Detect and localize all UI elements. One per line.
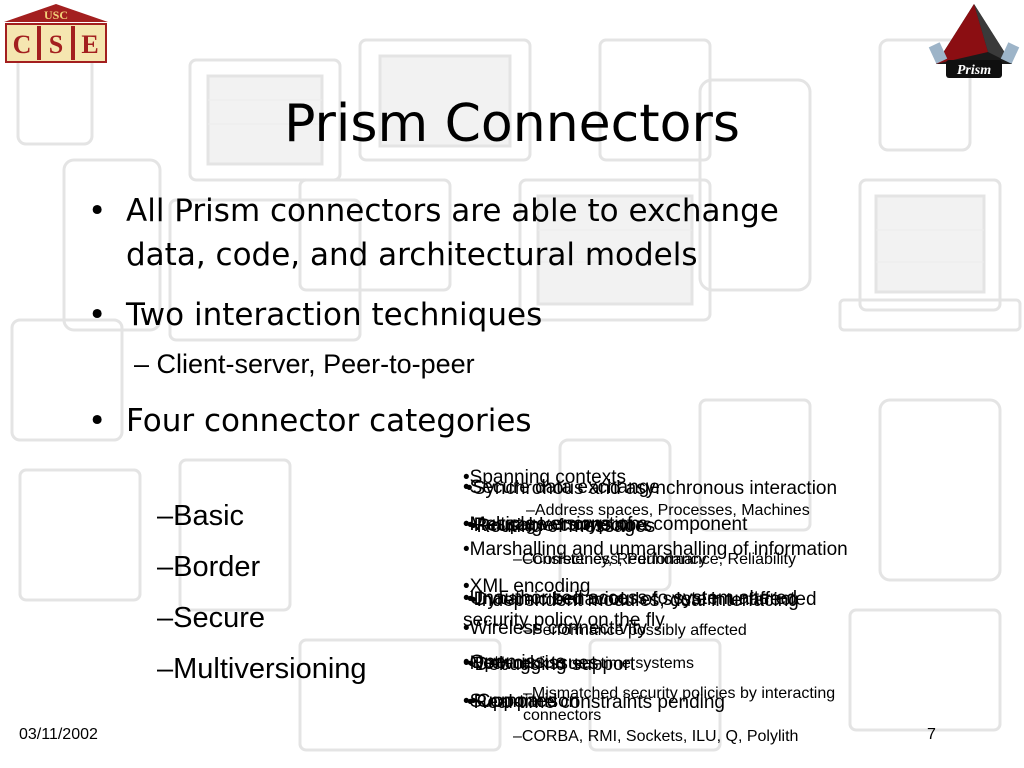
overlay-line: –Correctness, Performance, Reliability <box>523 551 796 568</box>
overlay-line: •Reusable connectors <box>467 515 653 536</box>
overlay-line: •Real-time constraints pending <box>467 692 726 713</box>
overlay-line: •Message encryption <box>463 514 640 535</box>
bullet-text: data, code, and architectural models <box>126 237 698 273</box>
logo-letter-s: S <box>49 30 63 59</box>
bullet-marker: • <box>88 193 107 229</box>
overlay-line: –Performance possibly affected <box>523 622 747 639</box>
usc-logo-text: USC <box>44 8 68 22</box>
category-basic: –Basic <box>157 500 245 532</box>
overlay-line: •Bottleneck in real-time systems <box>467 655 695 672</box>
overlay-line: •Spanning contexts <box>463 467 626 488</box>
overlay-line: •Marshalling and unmarshalling of inform… <box>463 539 848 560</box>
overlay-line: •Open issue <box>463 652 566 673</box>
slide-date: 03/11/2002 <box>19 726 98 743</box>
category-multiversioning: –Multiversioning <box>157 653 367 685</box>
overlay-line: •Secure data exchange <box>463 477 660 498</box>
bullet-text: All Prism connectors are able to exchang… <box>126 193 779 229</box>
bullet-text: Four connector categories <box>126 403 532 439</box>
overlay-line: •Comparison <box>470 691 580 712</box>
logo-letter-e: E <box>81 30 98 59</box>
overlay-line: –CORBA, RMI, Sockets, ILU, Q, Polylith <box>513 728 799 745</box>
overlay-line: connectors <box>523 707 602 724</box>
overlay-line: •Dynamic behaviour of system unaffected <box>467 589 817 610</box>
overlay-line: •Network issues <box>463 653 599 674</box>
bullet-marker: • <box>88 297 107 333</box>
bullet-marker: • <box>88 403 107 439</box>
bullet-text: Two interaction techniques <box>126 297 543 333</box>
overlay-line: •Debugging support <box>468 654 636 675</box>
overlay-line: •Multiple versions of a component <box>463 514 748 535</box>
overlay-line: –Address spaces, Processes, Machines <box>526 502 810 519</box>
usc-cse-logo: USC C S E <box>4 4 108 63</box>
prism-logo: Prism <box>928 4 1020 78</box>
overlay-line: •Routing of messages <box>470 516 656 537</box>
slide-title: Prism Connectors <box>284 94 740 154</box>
overlay-line: •Independent modules, dual interfacing <box>470 590 799 611</box>
overlay-line: •Supported <box>463 691 558 712</box>
overlay-line: –Mismatched security policies by interac… <box>523 685 836 702</box>
overlay-line: •Wireless connectivity <box>463 618 648 639</box>
category-secure: –Secure <box>157 602 266 634</box>
category-border: –Border <box>157 551 261 583</box>
slide-page-number: 7 <box>927 726 936 743</box>
overlay-line: –Consistency, Redundancy <box>513 551 707 568</box>
overlay-line: security policy on the fly <box>463 610 665 631</box>
overlay-line: •XML encoding <box>463 576 591 597</box>
prism-logo-text: Prism <box>957 63 991 78</box>
sub-bullet: – Client-server, Peer-to-peer <box>134 349 475 379</box>
overlay-line: •Unauthorized access to system altered <box>463 588 798 609</box>
overlay-line: •Synchronous and asynchronous interactio… <box>466 478 838 499</box>
logo-letter-c: C <box>13 30 32 59</box>
